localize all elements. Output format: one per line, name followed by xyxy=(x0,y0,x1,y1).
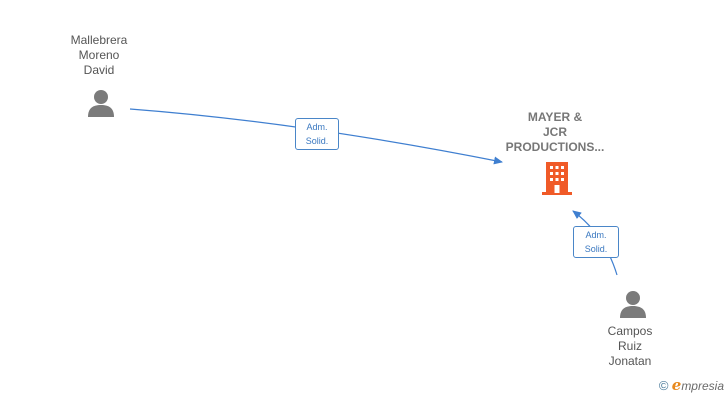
person1-line-3: David xyxy=(83,63,115,77)
person-label-mallebrera[interactable]: Mallebrera Moreno David xyxy=(39,33,159,78)
person-label-campos[interactable]: Campos Ruiz Jonatan xyxy=(570,324,690,369)
edge-label-person2-company[interactable]: Adm. Solid. xyxy=(573,226,619,258)
brand-rest: mpresia xyxy=(681,379,724,393)
brand-e: e xyxy=(671,376,682,394)
company-line-1: MAYER & xyxy=(527,110,583,124)
building-icon[interactable] xyxy=(540,160,574,196)
person2-line-2: Ruiz xyxy=(617,339,642,353)
company-line-3: PRODUCTIONS... xyxy=(505,140,605,154)
edge2-label-line-2: Solid. xyxy=(584,244,608,254)
empresia-logo[interactable]: © empresia xyxy=(659,376,724,394)
edge2-label-line-1: Adm. xyxy=(585,230,607,240)
company-label-mayer-jcr[interactable]: MAYER & JCR PRODUCTIONS... xyxy=(485,110,625,155)
company-line-2: JCR xyxy=(542,125,567,139)
copyright-symbol: © xyxy=(658,378,669,393)
edge-label-person1-company[interactable]: Adm. Solid. xyxy=(295,118,339,150)
person2-line-3: Jonatan xyxy=(608,354,652,368)
person1-line-1: Mallebrera xyxy=(70,33,128,47)
person-icon[interactable] xyxy=(618,289,648,319)
edge1-label-line-1: Adm. xyxy=(306,122,328,132)
edge1-label-line-2: Solid. xyxy=(305,136,329,146)
person1-line-2: Moreno xyxy=(78,48,120,62)
person-icon[interactable] xyxy=(86,88,116,118)
person2-line-1: Campos xyxy=(607,324,653,338)
